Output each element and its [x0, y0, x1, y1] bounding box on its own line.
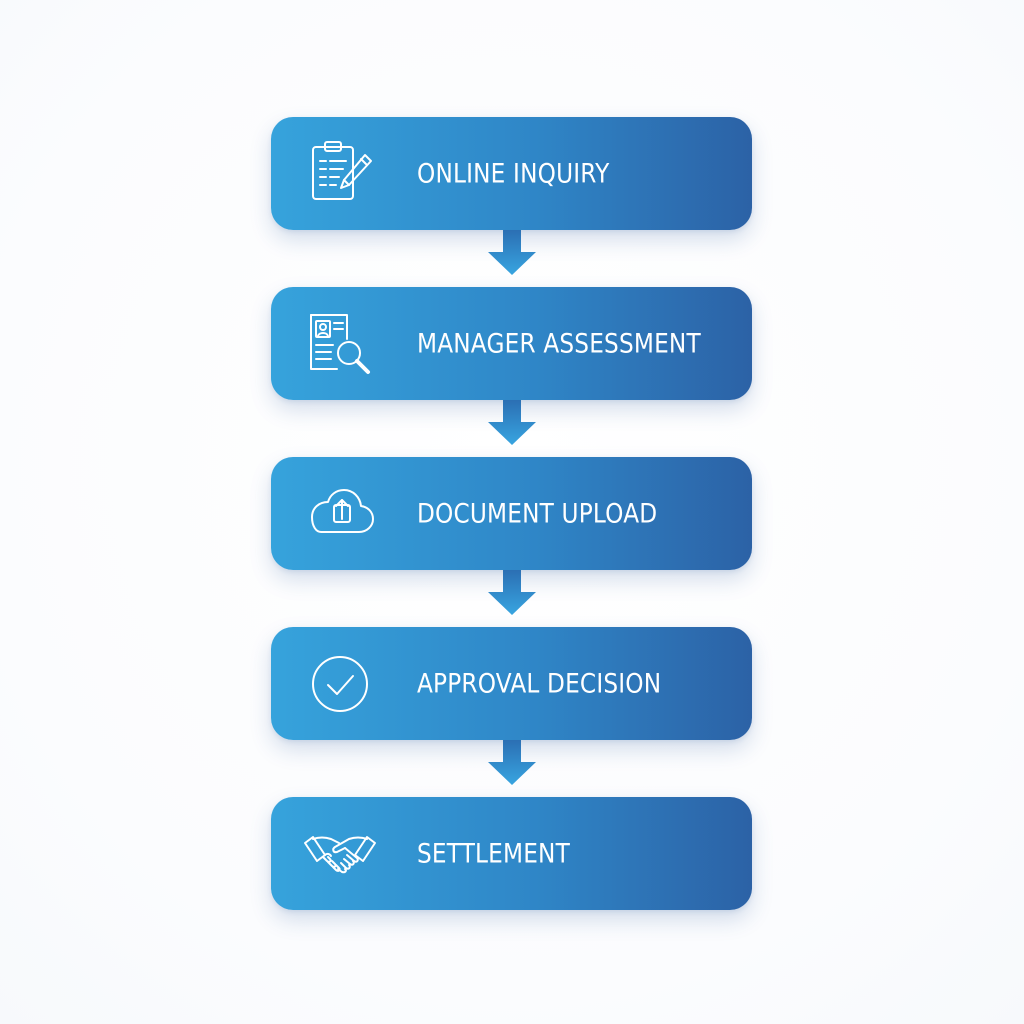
- arrow-down-icon: [488, 230, 536, 275]
- document-magnifier-icon: [301, 305, 379, 383]
- step-label: ONLINE INQUIRY: [417, 158, 610, 189]
- step-approval-decision[interactable]: APPROVAL DECISION: [271, 627, 752, 740]
- step-label: SETTLEMENT: [417, 838, 570, 869]
- arrow-down-icon: [488, 570, 536, 615]
- step-settlement[interactable]: SETTLEMENT: [271, 797, 752, 910]
- arrow-down-icon: [488, 740, 536, 785]
- step-manager-assessment[interactable]: MANAGER ASSESSMENT: [271, 287, 752, 400]
- check-circle-icon: [301, 645, 379, 723]
- cloud-upload-icon: [301, 475, 379, 553]
- step-label: APPROVAL DECISION: [417, 668, 662, 699]
- step-online-inquiry[interactable]: ONLINE INQUIRY: [271, 117, 752, 230]
- flow-connector: [271, 570, 752, 627]
- flow-connector: [271, 230, 752, 287]
- flow-connector: [271, 400, 752, 457]
- handshake-icon: [301, 815, 379, 893]
- flow-connector: [271, 740, 752, 797]
- step-label: DOCUMENT UPLOAD: [417, 498, 658, 529]
- process-flow: ONLINE INQUIRY: [271, 117, 752, 910]
- clipboard-pen-icon: [301, 135, 379, 213]
- arrow-down-icon: [488, 400, 536, 445]
- step-label: MANAGER ASSESSMENT: [417, 328, 701, 359]
- step-document-upload[interactable]: DOCUMENT UPLOAD: [271, 457, 752, 570]
